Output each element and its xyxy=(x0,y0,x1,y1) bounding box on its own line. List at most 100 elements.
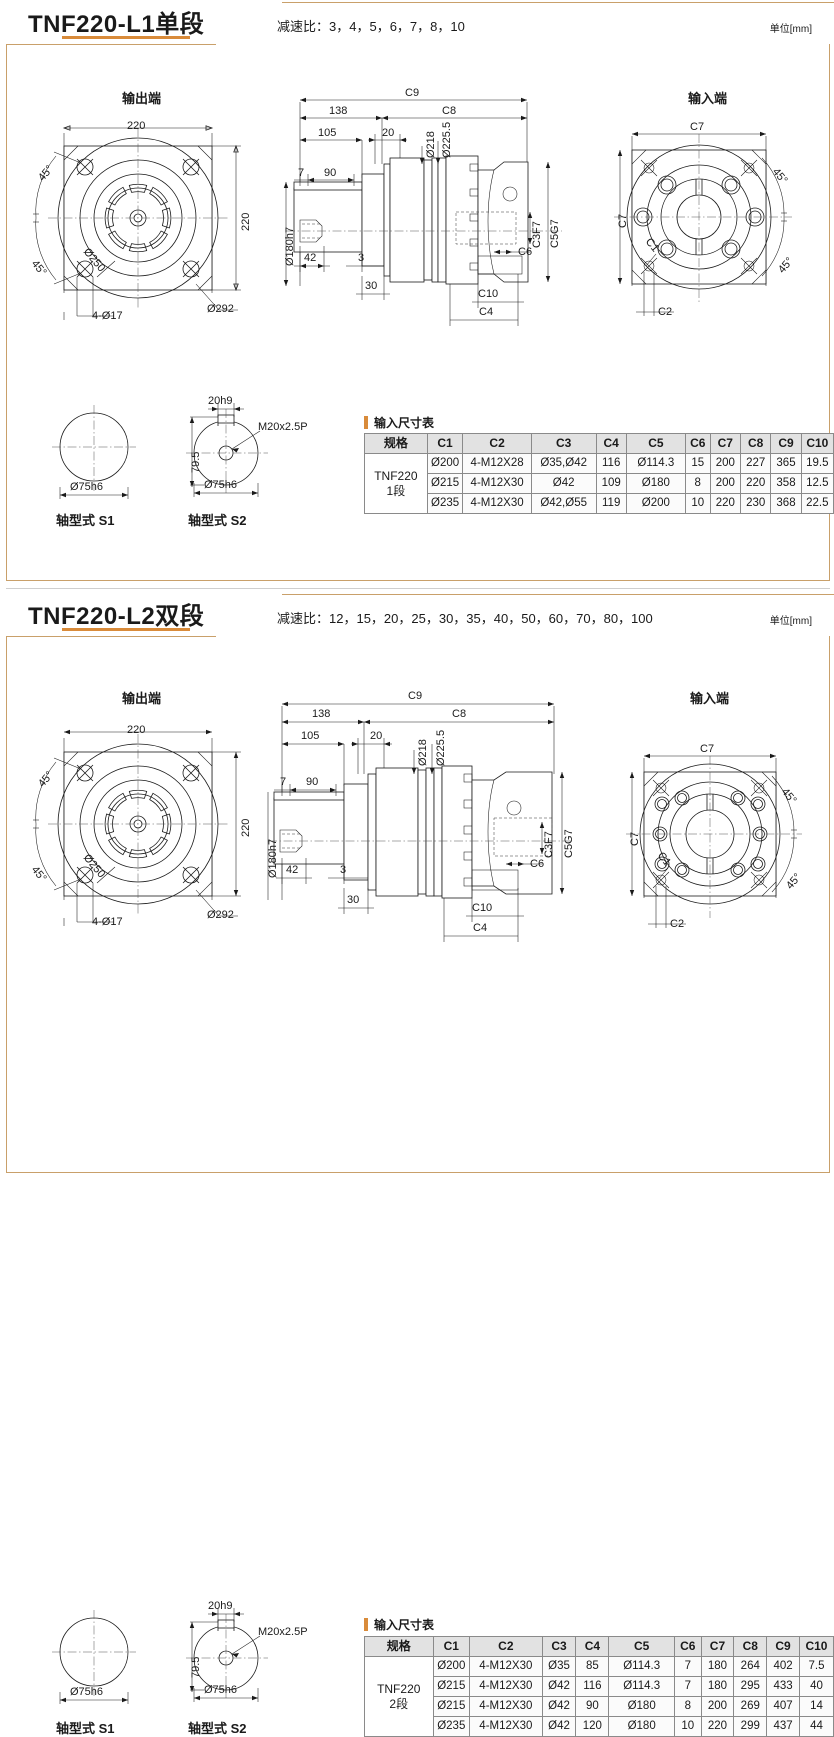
input-end-drawing xyxy=(614,131,792,316)
th-spec: 规格 xyxy=(364,1636,434,1657)
cell-c3: Ø35,Ø42 xyxy=(530,453,597,474)
cell-c10: 22.5 xyxy=(800,493,834,514)
output-width-dim: 220 xyxy=(127,724,146,736)
cell-c9: 365 xyxy=(770,453,802,474)
cell-c4: 90 xyxy=(575,1696,610,1717)
cell-c4: 116 xyxy=(595,453,627,474)
title-underline xyxy=(62,628,190,631)
input-dimension-table: 规格 C1 C2 C3 C4 C5 C6 C7 C8 C9 C10 TNF220… xyxy=(364,1636,834,1737)
cell-c6: 15 xyxy=(684,453,711,474)
section-c4-label: C4 xyxy=(479,306,494,318)
cell-c5: Ø114.3 xyxy=(608,1676,676,1697)
section-dia180: Ø180h7 xyxy=(267,838,279,878)
input-dimension-table: 规格 C1 C2 C3 C4 C5 C6 C7 C8 C9 C10 TNF220… xyxy=(364,433,834,514)
input-c2-label: C2 xyxy=(670,918,685,930)
cell-c2: 4-M12X30 xyxy=(469,1656,543,1677)
spec-line1: TNF220 xyxy=(374,468,418,483)
shaft-s2-key: 20h9 xyxy=(208,395,233,407)
cross-section-drawing xyxy=(267,701,572,942)
th-c10: C10 xyxy=(798,1636,834,1657)
section-138-dim: 138 xyxy=(312,708,331,720)
section-3-dim: 3 xyxy=(340,864,347,876)
cross-section-view: C9 138 C8 105 20 Ø218 Ø225.5 Ø180h7 7 90… xyxy=(266,688,576,958)
table-row: TNF220 2段 Ø200 4-M12X30 Ø35 85 Ø114.3 7 … xyxy=(364,1656,834,1737)
th-c9: C9 xyxy=(770,433,802,454)
cell-c9: 358 xyxy=(770,473,802,494)
section-7-dim: 7 xyxy=(298,167,305,179)
section-c3f7-label: C3F7 xyxy=(543,831,555,858)
cell-c10: 40 xyxy=(798,1676,834,1697)
input-end-drawing xyxy=(626,753,802,928)
cell-c3: Ø42 xyxy=(541,1716,577,1737)
input-c7-top-dim: C7 xyxy=(690,121,705,133)
cell-c1: Ø200 xyxy=(432,1656,471,1677)
th-c8: C8 xyxy=(739,433,772,454)
section-20-dim: 20 xyxy=(370,730,383,742)
cell-c5: Ø180 xyxy=(608,1716,676,1737)
table-row: Ø235 4-M12X30 Ø42,Ø55 119 Ø200 10 220 23… xyxy=(365,493,834,514)
cell-c9: 433 xyxy=(766,1676,800,1697)
cell-c8: 295 xyxy=(733,1676,768,1697)
cell-c6: 7 xyxy=(674,1656,702,1677)
section-title: TNF220-L2双段 xyxy=(28,603,205,630)
section-c8-label: C8 xyxy=(442,105,457,117)
content-frame xyxy=(6,44,830,581)
section-c5g7-label: C5G7 xyxy=(563,829,575,858)
section-c3f7-label: C3F7 xyxy=(531,221,543,248)
cell-c7: 220 xyxy=(709,493,741,514)
section-c10-label: C10 xyxy=(472,902,493,914)
section-dia225: Ø225.5 xyxy=(441,121,453,158)
cell-c9: 437 xyxy=(766,1716,800,1737)
output-bolt-note: 4-Ø17 xyxy=(92,310,123,322)
section-30-dim: 30 xyxy=(347,894,360,906)
shaft-s2-thread: M20x2.5P xyxy=(258,421,308,433)
cell-spec: TNF220 1段 xyxy=(364,453,428,514)
input-c7-left-dim: C7 xyxy=(617,213,629,228)
cell-c6: 7 xyxy=(674,1676,702,1697)
input-c7-top-dim: C7 xyxy=(700,743,715,755)
section-c5g7-label: C5G7 xyxy=(549,219,561,248)
shaft-s2-dia: Ø75h6 xyxy=(204,1684,238,1696)
th-c4: C4 xyxy=(595,433,627,454)
th-c2: C2 xyxy=(462,433,532,454)
cell-c7: 200 xyxy=(709,453,741,474)
title-underline xyxy=(62,36,190,39)
cell-c6: 8 xyxy=(684,473,711,494)
section-dia218: Ø218 xyxy=(425,131,437,158)
shaft-s2-view: 20h9 79.5 Ø75h6 M20x2.5P 轴型式 S2 xyxy=(172,395,342,530)
input-end-title: 输入端 xyxy=(688,91,728,106)
unit-label: 单位[mm] xyxy=(769,24,812,35)
shaft-s1-view: Ø75h6 轴型式 S1 xyxy=(40,395,160,530)
shaft-s2-key: 20h9 xyxy=(208,1600,233,1612)
section-c6-label: C6 xyxy=(530,858,545,870)
section-138-dim: 138 xyxy=(329,105,348,117)
th-c5: C5 xyxy=(608,1636,676,1657)
cross-section-view: C9 138 C8 105 20 Ø218 Ø225.5 Ø180h7 7 90… xyxy=(272,86,572,336)
input-c7-left-dim: C7 xyxy=(629,831,641,846)
th-c8: C8 xyxy=(733,1636,768,1657)
section-divider xyxy=(6,588,830,589)
input-end-view: 输入端 xyxy=(596,88,826,336)
cell-c5: Ø200 xyxy=(625,493,686,514)
th-c6: C6 xyxy=(684,433,711,454)
table-row: Ø215 4-M12X30 Ø42 116 Ø114.3 7 180 295 4… xyxy=(365,1676,834,1697)
reduction-ratio-label: 减速比：12，15，20，25，30，35，40，50，60，70，80，100 xyxy=(277,611,653,626)
cell-c8: 220 xyxy=(739,473,772,494)
section-c9-label: C9 xyxy=(408,690,423,702)
cell-c5: Ø114.3 xyxy=(625,453,686,474)
shaft-s1-caption: 轴型式 S1 xyxy=(56,1721,115,1736)
th-spec: 规格 xyxy=(364,433,428,454)
table-row: Ø215 4-M12X30 Ø42 90 Ø180 8 200 269 407 … xyxy=(365,1696,834,1717)
cell-c2: 4-M12X28 xyxy=(462,453,532,474)
shaft-s1-view: Ø75h6 轴型式 S1 xyxy=(40,1600,160,1736)
section-7-dim: 7 xyxy=(280,776,287,788)
output-height-dim: 220 xyxy=(240,818,252,837)
cell-c10: 12.5 xyxy=(800,473,834,494)
section-c4-label: C4 xyxy=(473,922,488,934)
output-width-dim: 220 xyxy=(127,120,146,132)
cell-c3: Ø42 xyxy=(530,473,597,494)
cell-c7: 200 xyxy=(709,473,741,494)
section-title: TNF220-L1单段 xyxy=(28,11,205,38)
section-105-dim: 105 xyxy=(301,730,320,742)
cell-c6: 8 xyxy=(674,1696,702,1717)
